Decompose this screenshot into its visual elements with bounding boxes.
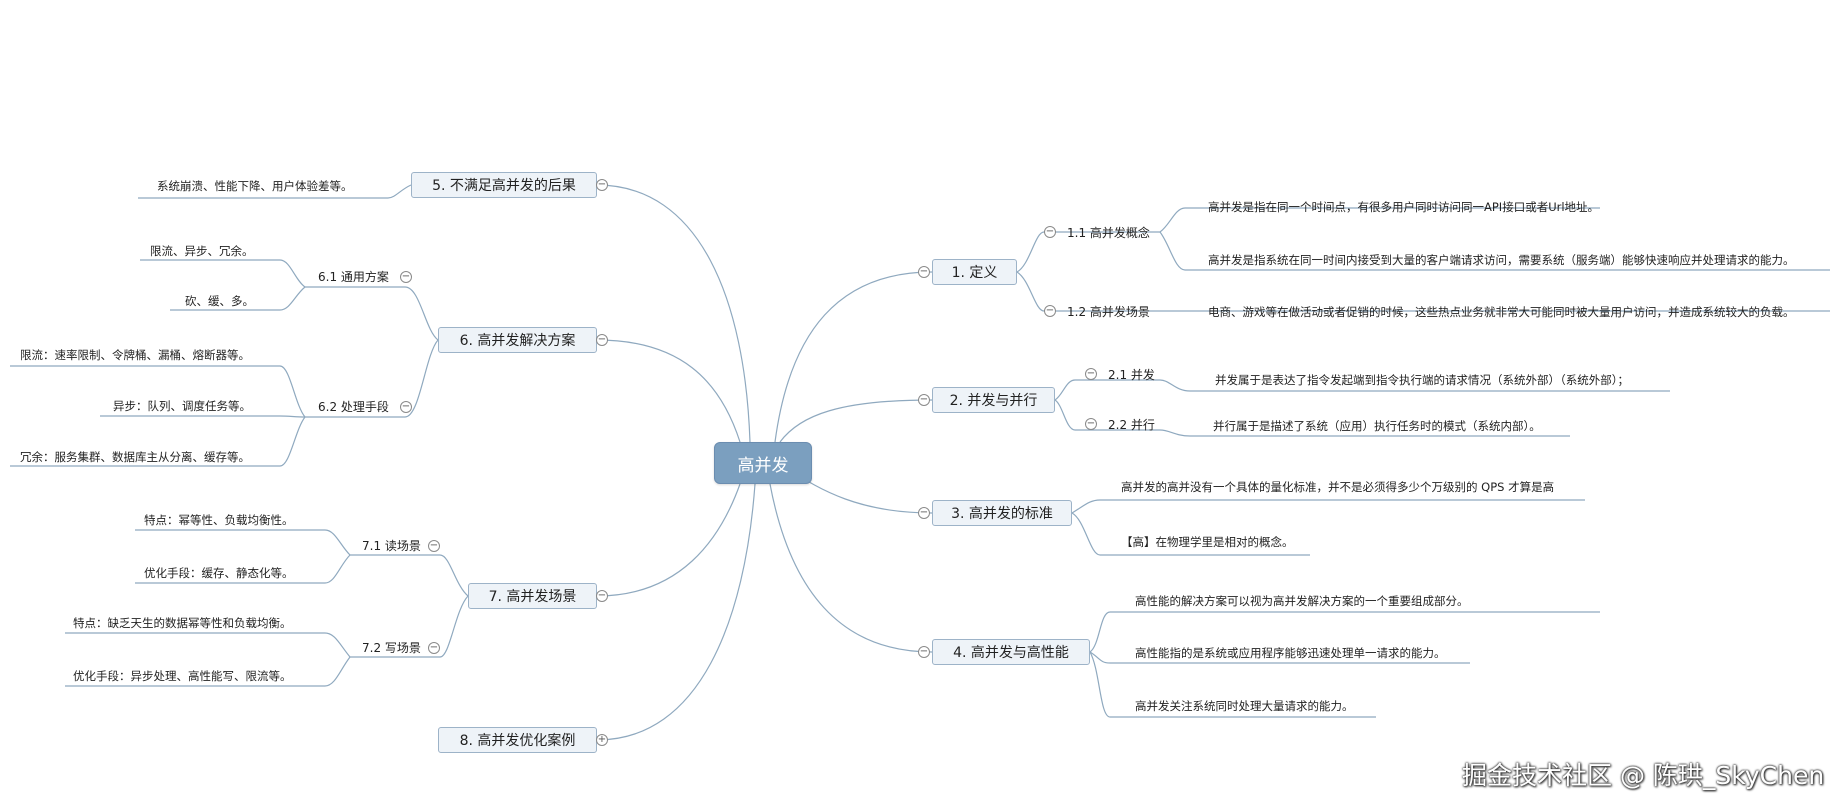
subtopic-2-1[interactable]: 2.1 并发 (1108, 368, 1155, 382)
leaf-concurrency: 并发属于是表达了指令发起端到指令执行端的请求情况（系统外部）（系统外部）； (1215, 373, 1629, 387)
link-root-t6 (596, 339, 741, 443)
collapse-toggle-icon[interactable]: − (400, 271, 412, 283)
collapse-toggle-icon[interactable]: − (400, 401, 412, 413)
leaf-write-2: 优化手段：异步处理、高性能写、限流等。 (73, 669, 292, 683)
collapse-toggle-icon[interactable]: − (596, 334, 608, 346)
leaf-general-2: 砍、缓、多。 (185, 294, 254, 308)
link-root-t4 (769, 483, 933, 653)
collapse-toggle-icon[interactable]: − (1044, 226, 1056, 238)
subtopic-7-1[interactable]: 7.1 读场景 (362, 539, 421, 553)
collapse-toggle-icon[interactable]: − (428, 642, 440, 654)
central-topic[interactable]: 高并发 (714, 442, 812, 484)
watermark: 掘金技术社区 @ 陈珙_SkyChen (1462, 761, 1825, 790)
subtopic-6-1[interactable]: 6.1 通用方案 (318, 270, 389, 284)
collapse-toggle-icon[interactable]: − (918, 266, 930, 278)
collapse-toggle-icon[interactable]: − (1044, 305, 1056, 317)
subtopic-7-2[interactable]: 7.2 写场景 (362, 641, 421, 655)
link-root-t8 (596, 483, 756, 741)
collapse-toggle-icon[interactable]: − (596, 590, 608, 602)
topic-definition[interactable]: 1. 定义 (932, 259, 1017, 285)
topic-high-performance[interactable]: 4. 高并发与高性能 (932, 639, 1090, 665)
collapse-toggle-icon[interactable]: − (428, 540, 440, 552)
topic-optimization-cases[interactable]: 8. 高并发优化案例 (438, 727, 597, 753)
collapse-toggle-icon[interactable]: − (596, 179, 608, 191)
collapse-toggle-icon[interactable]: − (918, 646, 930, 658)
topic-standard[interactable]: 3. 高并发的标准 (932, 500, 1072, 526)
collapse-toggle-icon[interactable]: − (1085, 418, 1097, 430)
leaf-standard-1: 高并发的高并没有一个具体的量化标准，并不是必须得多少个万级别的 QPS 才算是高 (1121, 480, 1555, 494)
leaf-means-1: 限流：速率限制、令牌桶、漏桶、熔断器等。 (20, 348, 250, 362)
collapse-toggle-icon[interactable]: − (918, 394, 930, 406)
topic-consequences[interactable]: 5. 不满足高并发的后果 (411, 172, 597, 198)
collapse-toggle-icon[interactable]: − (1085, 368, 1097, 380)
collapse-toggle-icon[interactable]: − (918, 507, 930, 519)
subtopic-1-2[interactable]: 1.2 高并发场景 (1067, 305, 1150, 319)
subtopic-6-2[interactable]: 6.2 处理手段 (318, 400, 389, 414)
leaf-performance-3: 高并发关注系统同时处理大量请求的能力。 (1135, 699, 1354, 713)
subtopic-2-2[interactable]: 2.2 并行 (1108, 418, 1155, 432)
leaf-definition-2: 高并发是指系统在同一时间内接受到大量的客户端请求访问，需要系统（服务端）能够快速… (1208, 253, 1795, 267)
leaf-standard-2: 【高】在物理学里是相对的概念。 (1121, 535, 1294, 549)
leaf-read-1: 特点：幂等性、负载均衡性。 (144, 513, 294, 527)
topic-scenarios[interactable]: 7. 高并发场景 (468, 583, 597, 609)
leaf-read-2: 优化手段：缓存、静态化等。 (144, 566, 294, 580)
leaf-definition-1: 高并发是指在同一个时间点，有很多用户同时访问同一API接口或者Url地址。 (1208, 200, 1600, 214)
leaf-write-1: 特点：缺乏天生的数据幂等性和负载均衡。 (73, 616, 292, 630)
leaf-scenario: 电商、游戏等在做活动或者促销的时候，这些热点业务就非常大可能同时被大量用户访问，… (1208, 305, 1795, 319)
leaf-performance-2: 高性能指的是系统或应用程序能够迅速处理单一请求的能力。 (1135, 646, 1446, 660)
leaf-performance-1: 高性能的解决方案可以视为高并发解决方案的一个重要组成部分。 (1135, 594, 1469, 608)
link-root-t7 (596, 483, 741, 597)
leaf-parallelism: 并行属于是描述了系统（应用）执行任务时的模式（系统内部）。 (1213, 419, 1541, 433)
link-root-t1 (774, 271, 933, 443)
expand-toggle-icon[interactable]: + (596, 734, 608, 746)
subtopic-1-1[interactable]: 1.1 高并发概念 (1067, 226, 1150, 240)
leaf-general-1: 限流、异步、冗余。 (150, 244, 254, 258)
topic-solutions[interactable]: 6. 高并发解决方案 (438, 327, 597, 353)
leaf-consequences: 系统崩溃、性能下降、用户体验差等。 (157, 179, 353, 193)
link-root-t5 (596, 184, 751, 443)
link-root-t2 (779, 399, 933, 443)
topic-concurrency-parallelism[interactable]: 2. 并发与并行 (932, 387, 1055, 413)
leaf-means-2: 异步：队列、调度任务等。 (113, 399, 251, 413)
leaf-means-3: 冗余：服务集群、数据库主从分离、缓存等。 (20, 450, 250, 464)
